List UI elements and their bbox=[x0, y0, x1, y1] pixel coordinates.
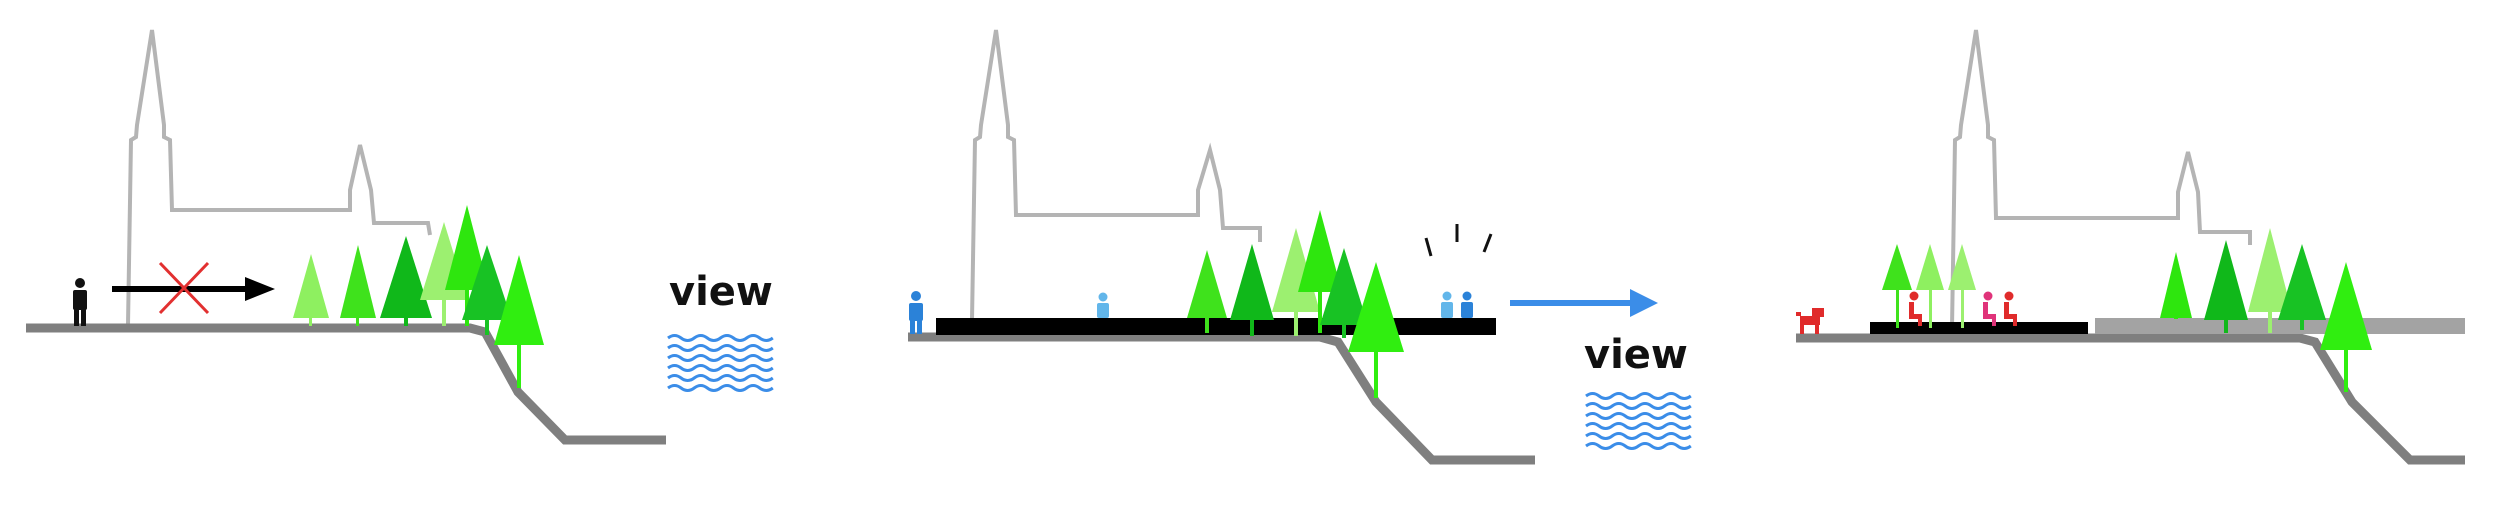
person-icon bbox=[1097, 292, 1109, 318]
view-label: view bbox=[1584, 332, 1688, 378]
bench-icon bbox=[1909, 291, 1922, 326]
tree bbox=[380, 236, 432, 326]
water-waves-icon bbox=[667, 334, 774, 392]
tree bbox=[293, 254, 329, 326]
tree-group bbox=[1882, 228, 2372, 392]
sound-lines-icon bbox=[1424, 224, 1493, 257]
arrow-icon bbox=[112, 277, 275, 301]
panel-1-existing-blocked-view: view bbox=[26, 29, 774, 445]
person-icon bbox=[909, 291, 923, 334]
ground-line bbox=[1796, 333, 2465, 465]
tree bbox=[1320, 248, 1368, 338]
tree bbox=[462, 245, 512, 335]
tree bbox=[340, 245, 376, 326]
tree-group bbox=[293, 205, 544, 388]
tree bbox=[1348, 262, 1404, 398]
water-waves-icon bbox=[1585, 392, 1692, 450]
church-outline bbox=[970, 29, 1262, 321]
tree bbox=[2320, 262, 2372, 392]
tree bbox=[1187, 250, 1227, 333]
ground-line bbox=[908, 332, 1535, 465]
church-outline bbox=[126, 29, 432, 326]
person-icon bbox=[1461, 291, 1473, 318]
tree bbox=[1230, 244, 1274, 336]
tree bbox=[445, 205, 489, 326]
deck bbox=[1870, 322, 2088, 334]
bench-icon bbox=[2004, 291, 2017, 326]
ground-line bbox=[26, 323, 666, 445]
person-icon bbox=[1441, 291, 1453, 318]
tree bbox=[1298, 210, 1342, 333]
tree bbox=[494, 255, 544, 388]
person-icon bbox=[73, 278, 87, 326]
bench-icon bbox=[1983, 291, 1996, 326]
raised-terrace bbox=[2095, 318, 2465, 334]
panel-2-elevated-platform: view bbox=[908, 29, 1692, 465]
tree-group bbox=[1187, 210, 1404, 398]
tree bbox=[2204, 240, 2248, 333]
tree bbox=[2160, 252, 2192, 319]
elevated-platform bbox=[936, 318, 1496, 335]
tree bbox=[2248, 228, 2292, 333]
blocked-cross-icon bbox=[158, 261, 210, 315]
panel-3-park-with-seating bbox=[1796, 29, 2465, 465]
church-outline bbox=[1950, 29, 2252, 329]
view-label: view bbox=[669, 269, 773, 315]
tree bbox=[1948, 244, 1976, 328]
tree bbox=[2278, 244, 2326, 330]
arrow-icon bbox=[1510, 289, 1658, 317]
dog-icon bbox=[1796, 308, 1824, 334]
tree bbox=[1916, 244, 1944, 328]
tree bbox=[1882, 244, 1912, 328]
